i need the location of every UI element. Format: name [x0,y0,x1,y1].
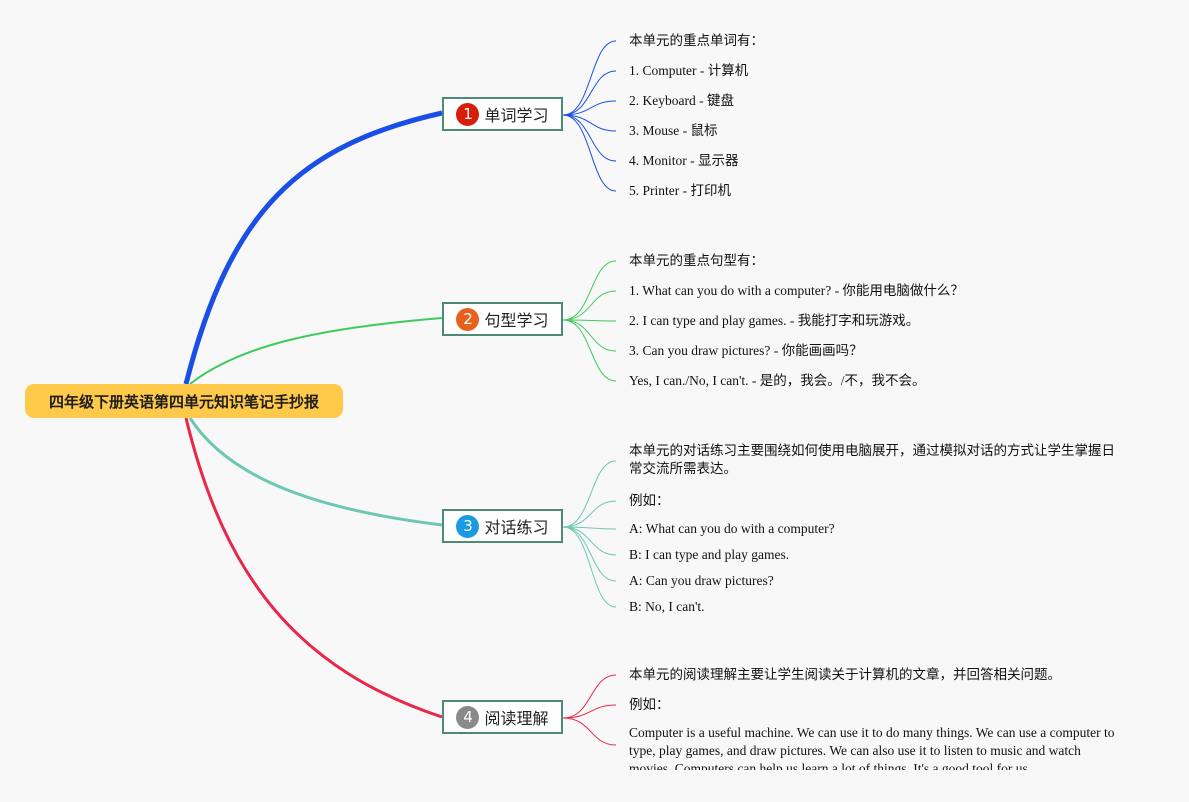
leaf-item: 2. Keyboard - 键盘 [629,93,734,108]
leaf-connector [562,70,617,116]
number-badge-4: 4 [456,705,480,729]
leaf-connector [562,526,617,556]
leaf-connector [562,40,617,116]
leaf-item: 1. What can you do with a computer? - 你能… [629,283,964,298]
leaf-item: 本单元的阅读理解主要让学生阅读关于计算机的文章，并回答相关问题。 [629,667,1061,682]
branch-label: 句型学习 [484,311,549,330]
leaf-connector [562,500,617,528]
leaf-connector [562,114,617,162]
leaf-item: 例如： [629,697,670,712]
trunk-to-branch-2 [189,317,443,385]
branch-label: 阅读理解 [484,709,549,728]
trunk-to-branch-3 [188,417,443,527]
branch-dialogue[interactable]: 3 对话练习 [442,509,563,543]
leaf-item: A: What can you do with a computer? [629,521,835,536]
leaf-connector [562,114,617,192]
number-badge-2: 2 [456,307,480,331]
reading-passage-box: Computer is a useful machine. We can use… [629,724,1125,770]
number-badge-1: 1 [456,102,480,126]
leaf-item: B: No, I can't. [629,599,705,614]
leaf-item: 5. Printer - 打印机 [629,183,731,198]
leaf-item: 4. Monitor - 显示器 [629,153,739,168]
trunk-to-branch-1 [183,110,443,385]
leaf-connector [562,704,617,719]
root-node[interactable]: 四年级下册英语第四单元知识笔记手抄报 [25,384,343,418]
leaf-connector [562,526,617,608]
branch-label: 单词学习 [484,106,549,125]
leaf-connector [562,319,617,352]
leaf-connector [562,260,617,321]
leaf-connector [562,290,617,321]
branch-label: 对话练习 [484,518,549,537]
leaf-item: 1. Computer - 计算机 [629,63,749,78]
branch-vocabulary[interactable]: 1 单词学习 [442,97,563,131]
reading-passage: Computer is a useful machine. We can use… [629,725,1115,770]
leaf-item: 2. I can type and play games. - 我能打字和玩游戏… [629,313,920,328]
trunk-to-branch-4 [184,417,443,719]
leaf-item: 3. Can you draw pictures? - 你能画画吗？ [629,343,863,358]
leaf-connector [562,460,617,528]
leaf-item: 本单元的重点句型有： [629,253,764,268]
leaf-item: B: I can type and play games. [629,547,790,562]
leaf-connector [562,717,617,746]
leaf-item: 本单元的重点单词有： [629,33,764,48]
number-badge-3: 3 [456,514,480,538]
leaf-connector [562,100,617,116]
leaf-item: 例如： [629,493,670,508]
leaf-item: A: Can you draw pictures? [629,573,774,588]
leaf-connector [562,319,617,322]
branch-sentences[interactable]: 2 句型学习 [442,302,563,336]
branch-reading[interactable]: 4 阅读理解 [442,700,563,734]
root-label: 四年级下册英语第四单元知识笔记手抄报 [48,392,319,411]
leaf-connector [562,526,617,582]
leaf-item: 本单元的对话练习主要围绕如何使用电脑展开，通过模拟对话的方式让学生掌握日常交流所… [629,443,1115,476]
leaf-connectors [562,40,617,746]
leaf-item: 3. Mouse - 鼠标 [629,123,718,138]
leaf-connector [562,674,617,719]
leaf-connector [562,114,617,132]
leaf-connector [562,319,617,382]
leaf-item: Yes, I can./No, I can't. - 是的，我会。/不，我不会。 [629,373,926,388]
